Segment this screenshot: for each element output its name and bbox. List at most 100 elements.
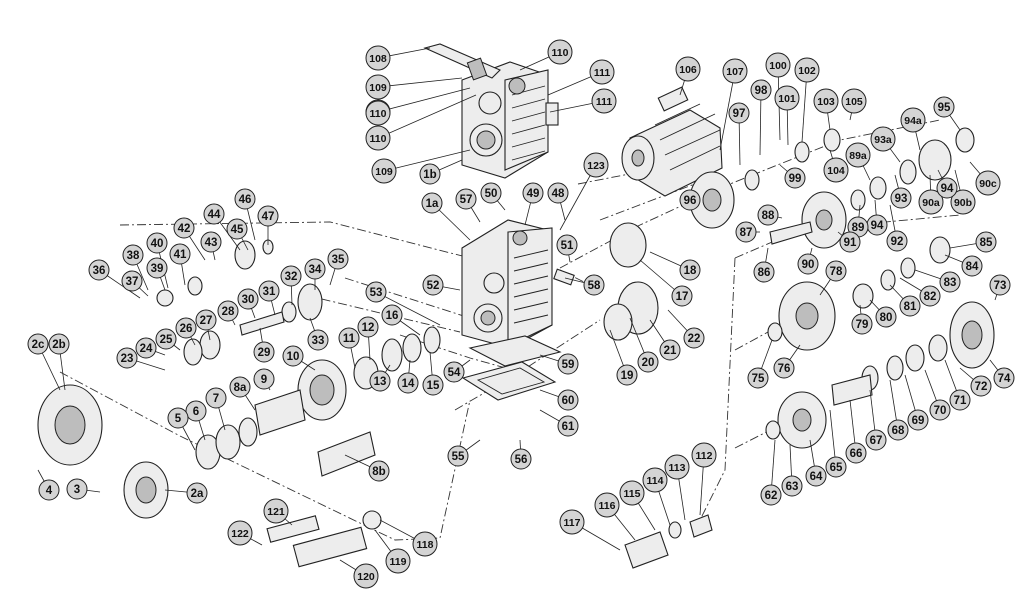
callout-label-c66: 66: [850, 448, 863, 460]
callout-c99: 99: [784, 167, 806, 189]
callout-c54: 54: [443, 361, 465, 383]
callout-bubble-c110b: [365, 125, 391, 151]
callout-label-c8a: 8a: [234, 382, 247, 394]
callout-c100: 100: [765, 52, 791, 78]
callout-label-c102: 102: [798, 65, 816, 77]
callout-bubble-c50: [480, 182, 502, 204]
callout-bubble-c94b: [936, 177, 958, 199]
callout-c32: 32: [280, 265, 302, 287]
callout-bubble-c87: [735, 221, 757, 243]
callout-bubble-c107: [722, 58, 748, 84]
callout-c43: 43: [200, 231, 222, 253]
callout-label-c12: 12: [362, 322, 375, 334]
callout-c51: 51: [556, 234, 578, 256]
callout-bubble-c55: [447, 445, 469, 467]
callout-bubble-c110c: [365, 100, 391, 126]
callout-c55: 55: [447, 445, 469, 467]
callout-c28: 28: [217, 300, 239, 322]
callout-bubble-c78: [825, 260, 847, 282]
callout-bubble-c81: [899, 295, 921, 317]
callout-c49: 49: [522, 182, 544, 204]
callout-label-c22: 22: [688, 333, 701, 345]
callout-c45: 45: [226, 218, 248, 240]
callout-bubble-c93: [890, 187, 912, 209]
callout-label-c99: 99: [789, 173, 802, 185]
callout-bubble-c26: [175, 317, 197, 339]
callout-label-c28: 28: [222, 306, 235, 318]
callout-label-c109c: 109: [375, 166, 393, 178]
callout-bubble-c86: [753, 261, 775, 283]
callout-label-c56: 56: [515, 454, 528, 466]
callout-label-c52: 52: [427, 280, 440, 292]
callout-bubble-c111a: [589, 59, 615, 85]
callout-label-c59: 59: [562, 359, 575, 371]
callout-label-c93: 93: [895, 193, 908, 205]
callout-c34: 34: [304, 258, 326, 280]
callout-c116: 116: [594, 492, 620, 518]
callout-c112: 112: [691, 442, 717, 468]
callout-label-c4: 4: [46, 485, 53, 497]
callout-label-c9: 9: [261, 374, 267, 386]
gearbox-housing-1a: [461, 219, 553, 349]
callout-bubble-c53: [365, 281, 387, 303]
callout-bubble-c56: [510, 448, 532, 470]
callout-label-c80: 80: [880, 312, 893, 324]
callout-bubble-c84: [961, 255, 983, 277]
callout-label-c7: 7: [213, 393, 219, 405]
callout-c5: 5: [167, 407, 189, 429]
callout-bubble-c4: [38, 479, 60, 501]
callout-c35: 35: [327, 248, 349, 270]
callout-bubble-c45: [226, 218, 248, 240]
callout-label-c2a: 2a: [191, 488, 204, 500]
callout-bubble-c36: [88, 259, 110, 281]
callout-c29: 29: [253, 341, 275, 363]
callout-label-c98: 98: [755, 85, 768, 97]
callout-c16: 16: [381, 304, 403, 326]
callout-label-c49: 49: [527, 188, 540, 200]
callout-c24: 24: [135, 337, 157, 359]
callout-c95: 95: [933, 96, 955, 118]
callout-c85: 85: [975, 231, 997, 253]
callout-bubble-c96: [679, 189, 701, 211]
callout-bubble-c31: [258, 280, 280, 302]
callout-label-c84: 84: [966, 261, 979, 273]
callout-c111a: 111: [589, 59, 615, 85]
callout-c62: 62: [760, 484, 782, 506]
callout-label-c73: 73: [994, 280, 1007, 292]
callout-bubble-c98: [750, 79, 772, 101]
callout-label-c101: 101: [778, 93, 796, 105]
callout-bubble-c85: [975, 231, 997, 253]
callout-label-c17: 17: [676, 291, 689, 303]
callout-bubble-c52: [422, 274, 444, 296]
callout-c98: 98: [750, 79, 772, 101]
callout-c79: 79: [851, 313, 873, 335]
callout-c76: 76: [773, 357, 795, 379]
callout-label-c15: 15: [427, 380, 440, 392]
callout-c21: 21: [659, 339, 681, 361]
leader-line-c107: [719, 70, 736, 151]
callout-bubble-c57: [455, 188, 477, 210]
callout-label-c33: 33: [312, 335, 325, 347]
callout-c9: 9: [253, 368, 275, 390]
callout-c94: 94: [866, 214, 888, 236]
callout-bubble-c46: [234, 188, 256, 210]
callout-bubble-c8b: [368, 460, 390, 482]
callout-label-c30: 30: [242, 294, 255, 306]
callout-label-c51: 51: [561, 240, 574, 252]
callout-bubble-c115: [619, 480, 645, 506]
callout-bubble-c8a: [229, 376, 251, 398]
callout-label-c53: 53: [370, 287, 383, 299]
callout-c11: 11: [338, 327, 360, 349]
callout-label-c44: 44: [208, 209, 221, 221]
callout-c108: 108: [365, 45, 391, 71]
callout-c70: 70: [929, 399, 951, 421]
callout-bubble-c71: [949, 389, 971, 411]
callout-c104: 104: [823, 157, 849, 183]
callout-bubble-c76: [773, 357, 795, 379]
callout-c36: 36: [88, 259, 110, 281]
callout-c10: 10: [282, 345, 304, 367]
callout-c80: 80: [875, 306, 897, 328]
callout-label-c88: 88: [762, 210, 775, 222]
callout-label-c21: 21: [664, 345, 677, 357]
